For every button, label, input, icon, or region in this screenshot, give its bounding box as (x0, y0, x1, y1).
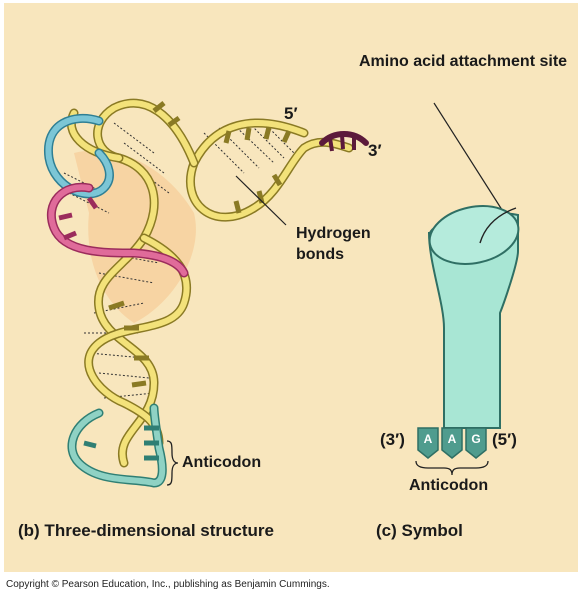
site-leader (433, 102, 505, 214)
anticodon-brace-right (415, 460, 489, 476)
hbond-leader (235, 175, 287, 226)
copyright-text: Copyright © Pearson Education, Inc., pub… (6, 579, 330, 590)
amino-acid-site-label: Amino acid attachment site (359, 53, 568, 70)
trna-symbol (415, 205, 520, 476)
hydrogen-bonds-label: Hydrogen bonds (296, 225, 371, 263)
three-prime-symbol-label: (3′) (380, 430, 405, 449)
d-loop-stubs (58, 196, 99, 241)
base-stubs (108, 101, 292, 388)
figure-panel: Amino acid attachment site 5′ 3′ Hydroge… (4, 3, 578, 572)
caption-panel-c: (c) Symbol (376, 521, 463, 540)
anticodon-label-left: Anticodon (182, 454, 262, 471)
anticodon-base-2: A (447, 432, 457, 446)
anticodon-brace-left (166, 440, 179, 486)
five-prime-symbol-label: (5′) (492, 430, 517, 449)
anticodon-stubs (83, 425, 159, 461)
five-prime-label: 5′ (284, 104, 298, 123)
acceptor-end (319, 131, 369, 146)
anticodon-base-3: G (471, 432, 481, 446)
anticodon-label-right: Anticodon (409, 477, 489, 494)
three-prime-label: 3′ (368, 141, 382, 160)
anticodon-base-1: A (423, 432, 433, 446)
core-shading (74, 150, 196, 323)
trna-diagram (44, 98, 520, 488)
caption-panel-b: (b) Three-dimensional structure (18, 521, 274, 540)
